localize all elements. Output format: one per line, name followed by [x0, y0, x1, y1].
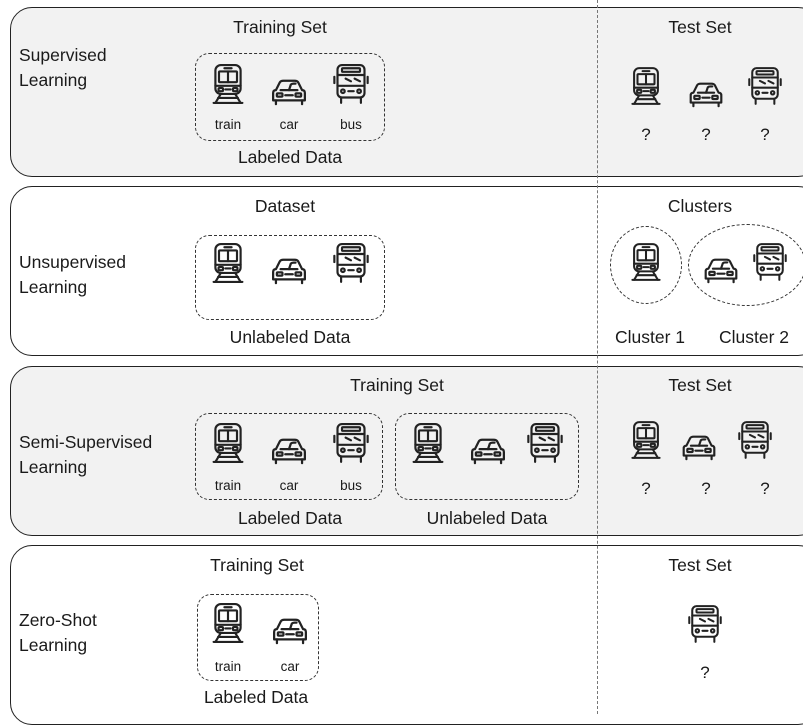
car-icon [270, 78, 308, 106]
row-3-box2-caption: Unlabeled Data [426, 508, 548, 528]
row-2-box-caption: Unlabeled Data [229, 327, 351, 347]
row-1-method-label: Supervised Learning [19, 45, 107, 90]
cluster-2-ellipse [688, 224, 803, 306]
car-icon [469, 437, 507, 465]
row-1-item-label-car: car [279, 117, 299, 132]
zero-shot-panel [10, 545, 803, 725]
car-icon [681, 434, 717, 461]
train-icon [210, 63, 246, 105]
car-icon [270, 257, 308, 285]
row-1-item-label-train: train [214, 117, 242, 132]
cluster-2-label: Cluster 2 [719, 327, 790, 347]
row-4-right-title: Test Set [668, 555, 732, 575]
row-3-box-caption: Labeled Data [237, 508, 343, 528]
row-1-left-title: Training Set [233, 17, 327, 37]
row-2-left-title: Dataset [254, 196, 316, 216]
row-1-right-title: Test Set [668, 17, 732, 37]
row-3-test-mark-2: ? [701, 479, 711, 498]
bus-icon [738, 420, 772, 460]
row-3-item-label-car: car [279, 478, 299, 493]
bus-icon [688, 604, 722, 644]
row-3-item-label-bus: bus [340, 478, 362, 493]
cluster-1-ellipse [610, 226, 682, 304]
row-4-method-label: Zero-Shot Learning [19, 610, 97, 655]
train-icon [210, 422, 246, 464]
car-icon [270, 437, 308, 465]
car-icon [271, 617, 309, 645]
bus-icon [527, 422, 563, 464]
bus-icon [333, 242, 369, 284]
bus-icon [748, 66, 782, 106]
row-2-right-title: Clusters [667, 196, 733, 216]
row-1-item-label-bus: bus [340, 117, 362, 132]
row-1-test-mark-2: ? [701, 125, 711, 144]
row-3-left-title: Training Set [350, 375, 444, 395]
row-2-unlabeled-data-box [195, 235, 385, 320]
train-icon [210, 242, 246, 284]
row-1-box-caption: Labeled Data [237, 147, 343, 167]
bus-icon [753, 242, 787, 282]
row-3-labeled-data-box [195, 413, 383, 500]
row-1-test-mark-3: ? [760, 125, 770, 144]
semi-supervised-panel [10, 366, 803, 536]
row-4-labeled-data-box [197, 594, 319, 681]
row-3-test-mark-1: ? [641, 479, 651, 498]
bus-icon [333, 63, 369, 105]
row-2-method-label: Unsupervised Learning [19, 252, 126, 297]
row-3-method-label: Semi-Supervised Learning [19, 432, 153, 477]
row-4-left-title: Training Set [210, 555, 304, 575]
row-1-labeled-data-box [195, 53, 385, 141]
row-3-unlabeled-data-box [395, 413, 579, 500]
supervised-panel [10, 7, 803, 177]
train-icon [210, 602, 246, 644]
row-1-test-mark-1: ? [641, 125, 651, 144]
cluster-1-label: Cluster 1 [615, 327, 686, 347]
car-icon [703, 257, 739, 284]
train-icon [629, 242, 663, 282]
row-3-right-title: Test Set [668, 375, 732, 395]
row-4-item-label-car: car [280, 659, 300, 674]
row-4-test-mark: ? [700, 663, 710, 682]
car-icon [688, 81, 724, 108]
bus-icon [333, 422, 369, 464]
row-4-box-caption: Labeled Data [203, 687, 309, 707]
row-3-item-label-train: train [214, 478, 242, 493]
train-icon [629, 66, 663, 106]
row-3-test-mark-3: ? [760, 479, 770, 498]
train-icon [410, 422, 446, 464]
train-icon [629, 420, 663, 460]
train-test-divider [597, 0, 598, 714]
row-4-item-label-train: train [214, 659, 242, 674]
